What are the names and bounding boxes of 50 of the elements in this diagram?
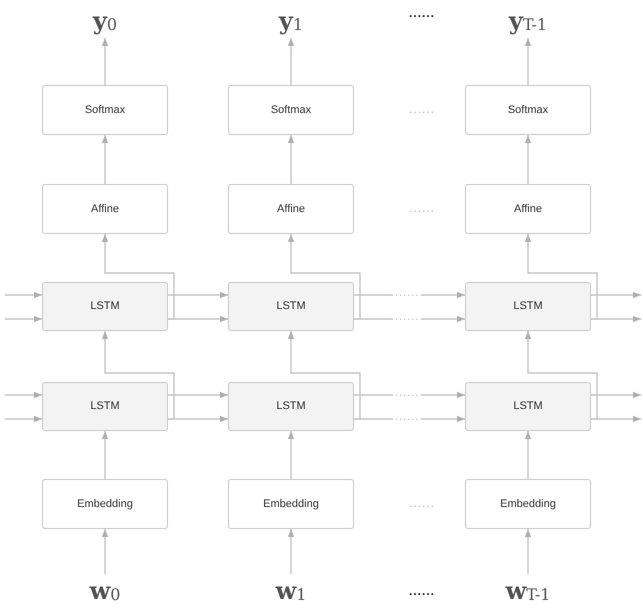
layer-box: Softmax — [228, 85, 354, 135]
arrow — [524, 529, 532, 574]
arrow — [591, 316, 641, 322]
arrow — [168, 292, 228, 298]
ellipsis: ...... — [409, 496, 436, 510]
lstm-box: LSTM — [465, 282, 591, 331]
arrow — [288, 331, 361, 420]
arrow — [168, 392, 228, 398]
arrow — [288, 529, 294, 574]
arrow — [5, 316, 42, 322]
ellipsis: ...... — [409, 201, 436, 215]
ellipsis: ...... — [409, 102, 436, 116]
arrow — [591, 392, 641, 398]
arrow — [168, 416, 228, 422]
layer-box: Affine — [42, 184, 168, 234]
arrow — [524, 38, 532, 85]
arrow — [524, 234, 598, 320]
arrow — [102, 529, 108, 574]
layer-box: Embedding — [42, 479, 168, 529]
arrow — [524, 331, 598, 420]
ellipsis: ...... — [409, 6, 436, 20]
arrow — [591, 416, 641, 422]
arrow — [288, 135, 294, 184]
arrow — [5, 292, 42, 298]
lstm-box: LSTM — [465, 382, 591, 431]
arrow — [5, 392, 42, 398]
arrow — [102, 135, 108, 184]
arrow — [102, 38, 108, 85]
arrow — [168, 316, 228, 322]
layer-box: Softmax — [42, 85, 168, 135]
arrow — [524, 431, 532, 479]
layer-box: Softmax — [465, 85, 591, 135]
arrow — [524, 135, 532, 184]
arrow — [102, 331, 175, 420]
arrow — [591, 292, 641, 298]
lstm-box: LSTM — [42, 282, 168, 331]
arrow — [288, 431, 294, 479]
arrow — [102, 431, 108, 479]
layer-box: Affine — [465, 184, 591, 234]
arrow — [288, 38, 294, 85]
layer-box: Embedding — [228, 479, 354, 529]
lstm-box: LSTM — [228, 382, 354, 431]
arrow — [5, 416, 42, 422]
arrow — [102, 234, 175, 320]
lstm-box: LSTM — [228, 282, 354, 331]
arrow — [288, 234, 361, 320]
ellipsis: ...... — [409, 584, 436, 598]
layer-box: Embedding — [465, 479, 591, 529]
lstm-box: LSTM — [42, 382, 168, 431]
layer-box: Affine — [228, 184, 354, 234]
